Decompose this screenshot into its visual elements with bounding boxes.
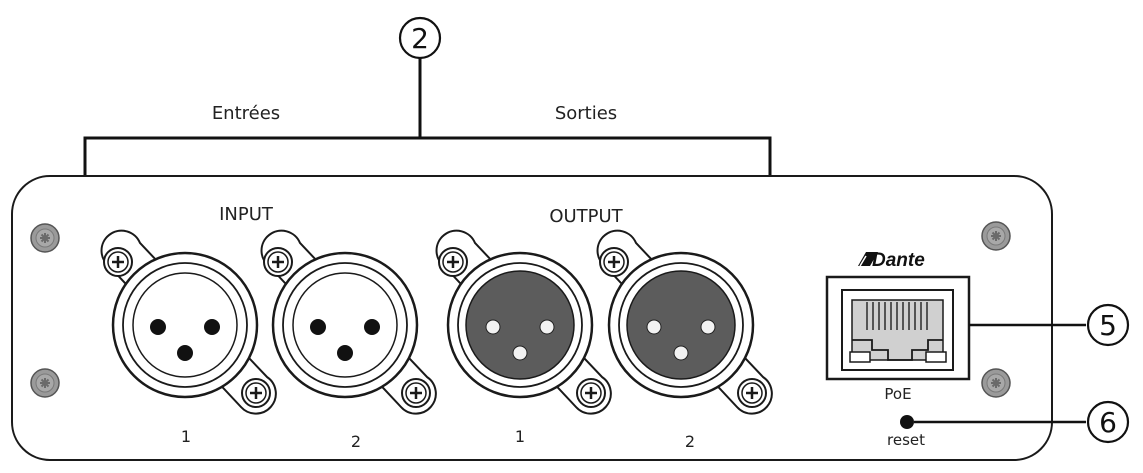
input-section-label: INPUT <box>219 204 274 225</box>
reset-callout: 6 <box>914 400 1130 444</box>
screw-icon <box>30 223 60 253</box>
reset-label: reset <box>887 431 925 449</box>
group-inputs-label: Entrées <box>212 103 280 124</box>
network-port-label: PoE <box>884 385 911 403</box>
xlr-female-connector-icon <box>100 229 277 415</box>
input-channel-label: 1 <box>181 427 191 446</box>
callout-io-number: 2 <box>411 22 429 55</box>
input-channel-label: 2 <box>351 432 361 451</box>
group-outputs-label: Sorties <box>555 103 617 124</box>
xlr-male-connector-icon <box>435 229 612 415</box>
callout-reset-number: 6 <box>1099 406 1117 439</box>
ethernet-port-icon <box>825 275 971 381</box>
network-port-callout: 5 <box>969 303 1130 347</box>
screw-icon <box>981 221 1011 251</box>
output-section-label: OUTPUT <box>549 206 623 227</box>
callout-network-number: 5 <box>1099 309 1117 342</box>
dante-logo-icon: Dante <box>858 250 925 271</box>
output-channel-label: 2 <box>685 432 695 451</box>
xlr-male-connector-icon <box>596 229 773 415</box>
screw-icon <box>30 368 60 398</box>
output-channel-label: 1 <box>515 427 525 446</box>
reset-button[interactable] <box>900 415 914 429</box>
network-brand-label: Dante <box>872 250 925 271</box>
xlr-female-connector-icon <box>260 229 437 415</box>
screw-icon <box>981 368 1011 398</box>
